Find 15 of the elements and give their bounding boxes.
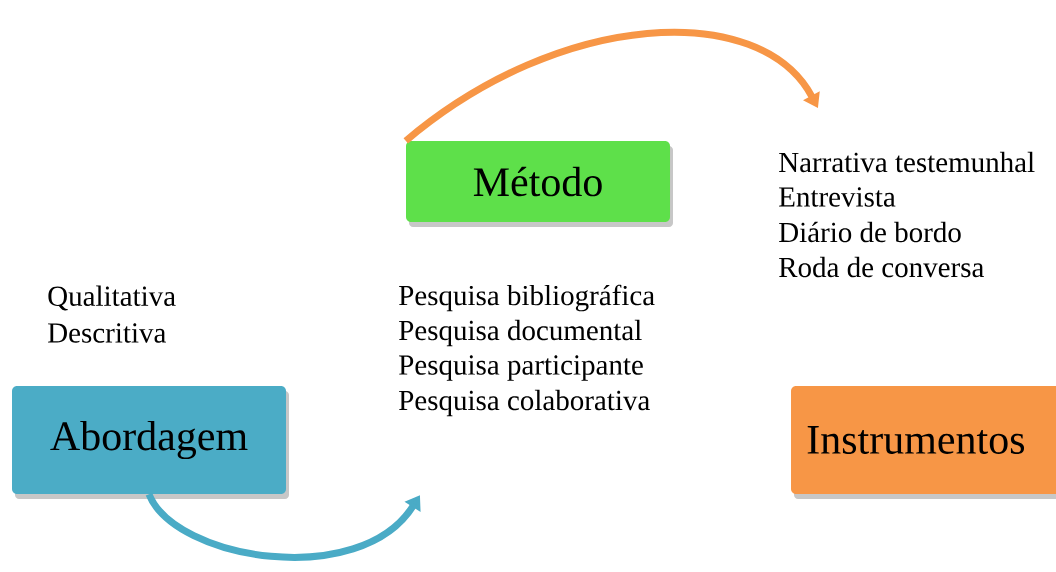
list-item: Pesquisa participante — [399, 355, 643, 381]
list-item: Pesquisa documental — [399, 319, 642, 347]
process-box: Método — [406, 141, 673, 227]
list-item: Entrevista — [779, 187, 896, 207]
list-item: Narrativa testemunhal — [779, 151, 1035, 173]
curved-arrow — [146, 492, 421, 561]
list-item: Descritiva — [48, 323, 166, 343]
list-item: Roda de conversa — [779, 256, 984, 278]
curved-arrow — [403, 28, 820, 144]
list-item: Pesquisa bibliográfica — [399, 284, 655, 312]
list-item: Pesquisa colaborativa — [399, 389, 650, 417]
process-box: Instrumentos — [791, 386, 1056, 499]
process-box: Abordagem — [12, 386, 289, 499]
list-item: Diário de bordo — [779, 221, 961, 243]
list-item: Qualitativa — [48, 285, 176, 311]
